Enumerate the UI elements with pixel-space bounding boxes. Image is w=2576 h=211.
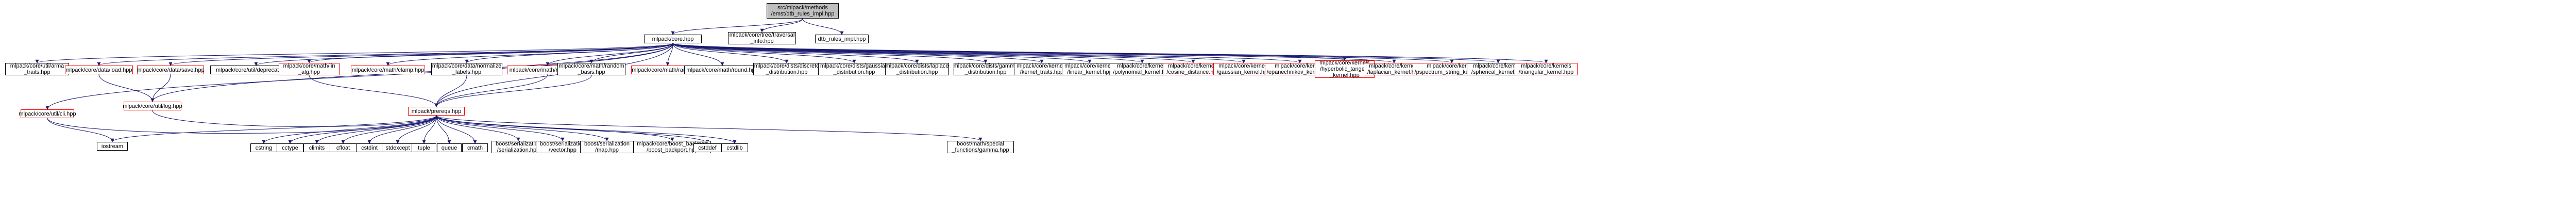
node-gaussd[interactable]: mlpack/core/dists/gaussian _distribution…	[818, 63, 890, 75]
node-cstddef[interactable]: cstddef	[693, 143, 721, 152]
edge-prereq-to-stdexcept	[396, 115, 437, 144]
edge-prereq-to-bmap	[436, 115, 609, 141]
node-lin[interactable]: mlpack/core/math/lin _alg.hpp	[279, 63, 340, 75]
edge-prereq-to-cstddef	[436, 115, 709, 144]
edge-prereq-to-cmath	[436, 115, 477, 144]
node-cli[interactable]: mlpack/core/util/cli.hpp	[19, 109, 76, 118]
node-cfloat[interactable]: cfloat	[330, 143, 357, 152]
node-ktr[interactable]: mlpack/core/kernels /kernel_traits.hpp	[1014, 63, 1070, 75]
edge-prereq-to-bvec	[436, 115, 565, 141]
node-ktri[interactable]: mlpack/core/kernels /triangular_kernel.h…	[1515, 63, 1578, 75]
edge-load-to-log	[98, 74, 155, 102]
edge-core-to-randb	[589, 43, 673, 63]
edge-prereq-to-cstdlib	[436, 115, 737, 144]
edge-core-to-rand	[546, 43, 673, 66]
edge-prereq-to-cstdint	[367, 115, 437, 144]
node-norm[interactable]: mlpack/core/data/normalize _labels.hpp	[431, 63, 502, 75]
node-stdexcept[interactable]: stdexcept	[382, 143, 414, 152]
edge-save-to-log	[150, 74, 171, 102]
node-cstring[interactable]: cstring	[250, 143, 277, 152]
node-round[interactable]: mlpack/core/math/round.hpp	[684, 66, 760, 74]
node-load[interactable]: mlpack/core/data/load.hpp	[65, 66, 133, 74]
edge-core-to-load	[97, 43, 673, 66]
node-prereq[interactable]: mlpack/prereqs.hpp	[408, 107, 465, 116]
node-iost[interactable]: iostream	[97, 142, 128, 151]
edge-cli-to-prereq	[47, 115, 438, 134]
node-cstdlib[interactable]: cstdlib	[721, 143, 748, 152]
node-save[interactable]: mlpack/core/data/save.hpp	[137, 66, 205, 74]
node-log[interactable]: mlpack/core/util/log.hpp	[123, 102, 182, 110]
edge-core-to-lapd	[672, 43, 919, 63]
edge-prereq-to-cfloat	[341, 115, 437, 144]
edge-prereq-to-climits	[315, 115, 437, 144]
node-randb[interactable]: mlpack/core/math/random _basis.hpp	[557, 63, 625, 75]
edge-core-to-gaussd	[672, 43, 856, 63]
node-core[interactable]: mlpack/core.hpp	[644, 35, 702, 43]
node-cctype[interactable]: cctype	[277, 143, 303, 152]
edge-prereq-to-cctype	[288, 115, 437, 144]
node-klin[interactable]: mlpack/core/kernels /linear_kernel.hpp	[1062, 63, 1117, 75]
edge-core-to-norm	[465, 43, 673, 63]
edge-root-to-trav	[760, 18, 803, 33]
node-kgau[interactable]: mlpack/core/kernels /gaussian_kernel.hpp	[1213, 63, 1274, 75]
edge-core-to-round	[672, 43, 724, 66]
node-disc[interactable]: mlpack/core/dists/discrete _distribution…	[753, 63, 820, 75]
node-gamd[interactable]: mlpack/core/dists/gamma _distribution.hp…	[953, 63, 1018, 75]
edge-core-to-kgau	[672, 43, 1246, 63]
edge-core-to-save	[168, 43, 673, 66]
node-arma[interactable]: mlpack/core/util/arma _traits.hpp	[5, 63, 69, 75]
node-tuple[interactable]: tuple	[412, 143, 436, 152]
node-cstdint[interactable]: cstdint	[356, 143, 383, 152]
edge-rand-to-prereq	[434, 74, 548, 107]
edge-norm-to-prereq	[434, 75, 467, 107]
edge-root-to-core	[671, 18, 803, 35]
node-gam[interactable]: boost/math/special _functions/gamma.hpp	[947, 141, 1014, 153]
edge-cli-to-iost	[47, 118, 114, 142]
node-bmap[interactable]: boost/serialization /map.hpp	[580, 141, 634, 153]
edge-core-to-depr	[254, 43, 673, 66]
edge-log-to-prereq	[152, 110, 438, 127]
edge-prereq-to-cstring	[262, 115, 437, 144]
edge-randb-to-prereq	[434, 75, 592, 107]
edge-prereq-to-iost	[110, 115, 437, 142]
edge-prereq-to-bser	[436, 115, 520, 141]
node-dtbr[interactable]: dtb_rules_impl.hpp	[815, 35, 869, 43]
node-cmath[interactable]: cmath	[462, 143, 488, 152]
edge-root-to-dtbr	[802, 18, 844, 35]
edge-core-to-disc	[672, 43, 789, 63]
node-lapd[interactable]: mlpack/core/dists/laplace _distribution.…	[885, 63, 949, 75]
edge-core-to-arma	[35, 43, 673, 63]
node-kpoly[interactable]: mlpack/core/kernels /polynomial_kernel.h…	[1110, 63, 1175, 75]
edge-core-to-gamd	[672, 43, 988, 63]
edge-core-to-range	[666, 43, 673, 66]
edge-core-to-cli	[45, 43, 673, 110]
node-trav[interactable]: mlpack/core/tree/traversal _info.hpp	[728, 32, 796, 44]
edge-core-to-prereq	[434, 43, 673, 107]
node-climits[interactable]: climits	[303, 143, 330, 152]
edge-core-to-klap	[672, 43, 1396, 63]
edge-lin-to-prereq	[309, 75, 438, 107]
edge-core-to-ktri	[672, 43, 1548, 63]
edge-core-to-ktr	[672, 43, 1044, 63]
edge-prereq-to-gam	[436, 115, 982, 141]
edge-core-to-kepa	[672, 43, 1302, 63]
node-root: src/mlpack/methods /emst/dtb_rules_impl.…	[767, 3, 839, 19]
edge-core-to-lin	[307, 43, 673, 63]
edge-prereq-to-tuple	[422, 115, 437, 144]
edge-prereq-to-queue	[436, 115, 451, 144]
node-queue[interactable]: queue	[437, 143, 462, 152]
node-clamp[interactable]: mlpack/core/math/clamp.hpp	[351, 66, 425, 74]
